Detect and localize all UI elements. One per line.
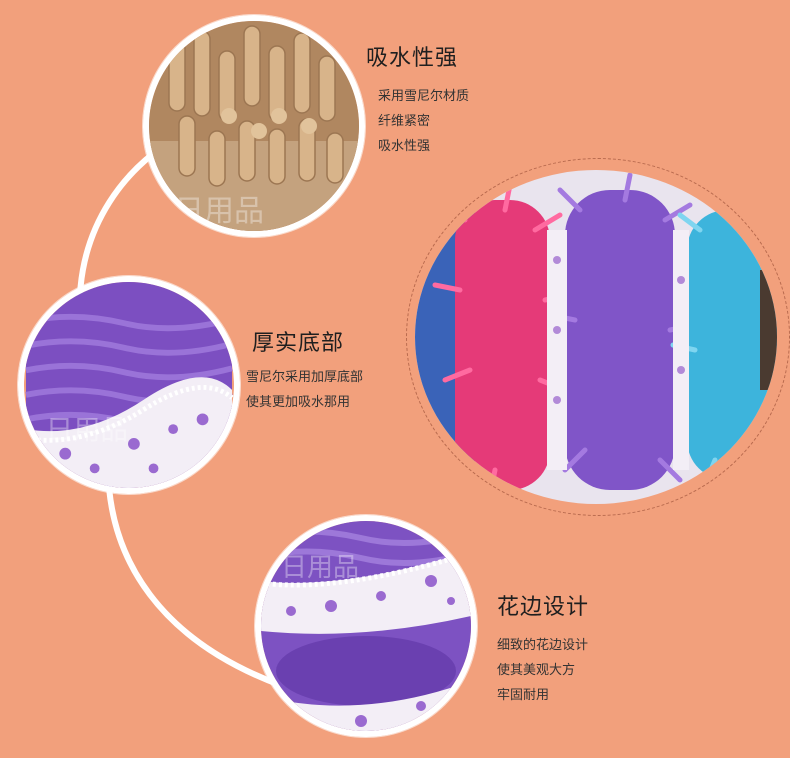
feature-title-thick-bottom: 厚实底部 [252,331,345,356]
feature-desc-line: 使其更加吸水那用 [246,395,351,410]
feature-title-lace: 花边设计 [497,595,590,620]
feature-desc-absorbent: 采用雪尼尔材质 纤维紧密 吸水性强 [378,84,469,159]
svg-text:日用品: 日用品 [281,553,359,583]
thick-bottom-photo: 日用品 [18,276,240,494]
feature-desc-line: 牢固耐用 [497,688,550,703]
svg-text:日用品: 日用品 [46,415,128,446]
feature-desc-line: 吸水性强 [378,139,431,154]
feature-title-absorbent: 吸水性强 [366,46,459,71]
feature-desc-lace: 细致的花边设计 使其美观大方 牢固耐用 [497,633,588,708]
lace-edge-photo: 日用品 [255,515,477,737]
feature-desc-thick-bottom: 雪尼尔采用加厚底部 使其更加吸水那用 [246,365,363,415]
feature-desc-line: 纤维紧密 [378,114,431,129]
feature-desc-line: 雪尼尔采用加厚底部 [246,370,364,385]
mop-covers-photo [415,170,777,504]
feature-desc-line: 采用雪尼尔材质 [378,89,470,104]
feature-desc-line: 细致的花边设计 [497,638,589,653]
chenille-closeup-photo: 日用品 [143,15,365,237]
feature-desc-line: 使其美观大方 [497,663,576,678]
